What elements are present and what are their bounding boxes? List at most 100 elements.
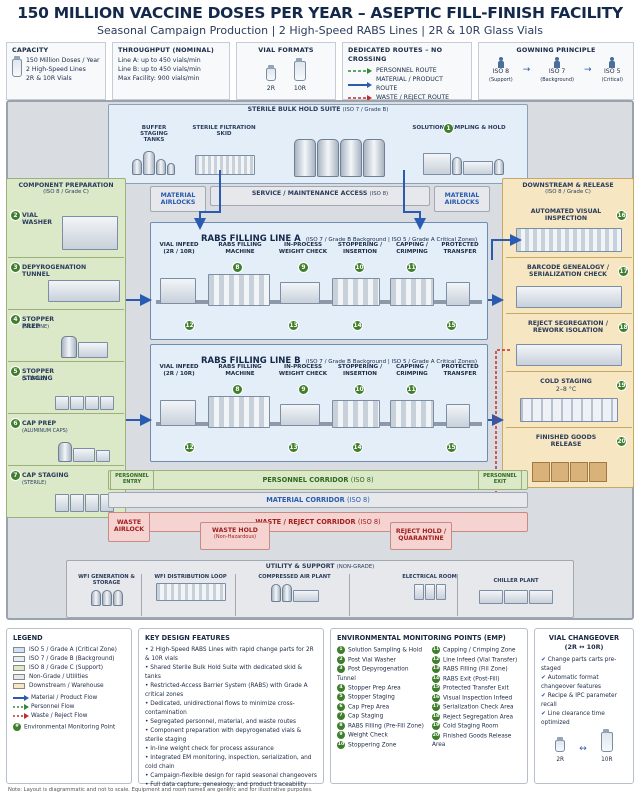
utility-wfi-generation: WFI GENERATION & STORAGE: [72, 574, 142, 616]
arrow-right-icon: →: [522, 65, 531, 76]
large-holding-tanks: [279, 133, 399, 177]
station-stopper-prep: 4 STOPPER PREP (SILICONE): [8, 312, 124, 362]
station-cap-prep: 6 CAP PREP (ALUMINUM CAPS): [8, 416, 124, 466]
waste-route-icon: [348, 95, 372, 101]
service-access-label: SERVICE / MAINTENANCE ACCESS: [251, 190, 368, 197]
vial-10r-icon: [600, 729, 613, 753]
line-a-grade: (ISO 7 / Grade B Background | ISO 5 / Gr…: [305, 237, 478, 243]
legend-flow-label: Personnel Flow: [31, 704, 75, 711]
line-a-stoppering-machine: [332, 278, 380, 306]
legend-zone-label: Non-Grade / Utilities: [29, 674, 88, 681]
line-b-stoppering-machine: [332, 400, 380, 428]
emp-marker: 7: [10, 470, 21, 481]
emp-marker: 20: [616, 436, 627, 447]
station-sub: (ALUMINUM CAPS): [22, 428, 68, 434]
route-label: PERSONNEL ROUTE: [376, 66, 437, 74]
line-a-transfer-unit: [446, 282, 470, 306]
reject-hold-label: REJECT HOLD / QUARANTINE: [395, 528, 447, 542]
pallet-stacks: [520, 456, 618, 482]
station-visual-inspection: AUTOMATED VISUAL INSPECTION 16: [506, 204, 632, 258]
zone-swatch: [13, 664, 25, 671]
line-b-step-label: PROTECTED TRANSFER: [441, 364, 479, 377]
line-a-filling-machine: [208, 274, 270, 306]
emp-marker: 6: [10, 418, 21, 429]
zone-swatch: [13, 673, 25, 680]
inspection-machine: [516, 228, 622, 252]
station-label: CAP PREP: [22, 420, 57, 427]
personnel-exit[interactable]: PERSONNEL EXIT: [478, 470, 522, 490]
legend-flow-label: Material / Product Flow: [31, 695, 98, 702]
waste-airlock-label: WASTE AIRLOCK: [113, 519, 145, 533]
legend-zone-label: ISO 7 / Grade B (Background): [29, 656, 115, 663]
line-a-title: RABS FILLING LINE A: [201, 234, 301, 244]
utility-grade: (NON-GRADE): [336, 564, 375, 570]
station-label: REJECT SEGREGATION / REWORK ISOLATION: [528, 320, 608, 334]
station-sub: (SILICONE): [22, 324, 50, 330]
line-b-transfer-unit: [446, 404, 470, 428]
feature-item: • Component preparation with depyrogenat…: [145, 728, 302, 744]
waste-hold-label: WASTE HOLD: [212, 527, 258, 534]
emp-title: ENVIRONMENTAL MONITORING POINTS (EMP): [337, 634, 506, 642]
vial-washer-equipment: [62, 216, 118, 250]
sampling-equipment: [413, 145, 513, 175]
emp-marker: 15: [446, 320, 457, 331]
utility-area-label: WFI GENERATION & STORAGE: [78, 574, 135, 586]
emp-marker: 16: [616, 210, 627, 221]
line-b-step-label: VIAL INFEED (2R / 10R): [159, 364, 199, 377]
feature-item: • Full data capture, genealogy, and prod…: [145, 781, 307, 788]
station-stopper-staging: 5 STOPPER STAGING (STERILE): [8, 364, 124, 414]
gowning-grade: ISO 5: [603, 68, 621, 76]
personnel-entry[interactable]: PERSONNEL ENTRY: [110, 470, 154, 490]
utility-chiller-plant: CHILLER PLANT: [464, 574, 568, 616]
utility-support-zone: UTILITY & SUPPORT (NON-GRADE): [66, 560, 574, 618]
emp-marker: 1: [443, 123, 454, 134]
feature-item: • In-line weight check for process assur…: [145, 746, 274, 753]
waste-hold-sub: (Non-Hazardous): [213, 534, 257, 540]
waste-flow-icon: [13, 712, 29, 719]
emp-marker: 11: [406, 262, 417, 273]
footnote: Note: Layout is diagrammatic and not to …: [8, 787, 313, 793]
emp-marker: 18: [618, 322, 629, 333]
emp-marker: 12: [184, 320, 195, 331]
vial-2r-icon: [555, 737, 566, 753]
station-cap-staging: 7 CAP STAGING (STERILE): [8, 468, 124, 514]
station-sub: 2–8 °C: [555, 386, 577, 393]
feature-item: • Restricted-Access Barrier System (RABS…: [145, 683, 308, 699]
emp-marker: 8: [232, 384, 243, 395]
feature-item: • Shared Sterile Bulk Hold Suite with de…: [145, 665, 303, 681]
line-b-grade: (ISO 7 / Grade B Background | ISO 5 / Gr…: [305, 359, 478, 365]
vial-formats-title: VIAL FORMATS: [258, 46, 314, 54]
component-stations: 2 VIAL WASHER 3 DEPYROGENATION TUNNEL 4 …: [8, 208, 124, 514]
personnel-exit-label: PERSONNEL EXIT: [483, 473, 517, 485]
line-b-filling-machine: [208, 396, 270, 428]
emp-marker: 13: [288, 442, 299, 453]
line-b-infeed-machine: [160, 400, 196, 426]
vial-changeover-panel: VIAL CHANGEOVER (2R ↔ 10R) ✔ Change part…: [534, 628, 634, 784]
emp-marker: 14: [352, 442, 363, 453]
legend-panel: LEGEND ISO 5 / Grade A (Critical Zone) I…: [6, 628, 132, 784]
changeover-sub: (2R ↔ 10R): [564, 643, 604, 652]
vial-format-label: 10R: [293, 85, 307, 93]
buffer-tanks-label: BUFFER STAGING TANKS: [140, 125, 168, 143]
material-corridor-grade: (ISO 8): [347, 496, 370, 504]
station-sub: (STERILE): [22, 480, 47, 486]
emp-marker: 9: [298, 384, 309, 395]
personnel-entry-label: PERSONNEL ENTRY: [115, 473, 149, 485]
throughput-line: Max Facility: 900 vials/min: [118, 75, 200, 83]
station-sub: (STERILE): [22, 376, 47, 382]
changeover-item: ✔ Line clearance time optimized: [541, 711, 605, 727]
station-label: BARCODE GENEALOGY / SERIALIZATION CHECK: [527, 264, 609, 278]
station-finished-goods: FINISHED GOODS RELEASE 20: [506, 430, 632, 486]
changeover-item: ✔ Change parts carts pre-staged: [541, 657, 617, 673]
service-access-grade: (ISO 8): [369, 191, 389, 197]
line-b-capping-machine: [390, 400, 434, 428]
personnel-corridor-grade: (ISO 8): [350, 476, 374, 484]
legend-title: LEGEND: [13, 634, 43, 642]
emp-marker: 10: [354, 262, 365, 273]
feature-item: • Integrated EM monitoring, inspection, …: [145, 755, 312, 771]
person-icon: [609, 57, 616, 69]
material-route-icon: [348, 81, 372, 88]
station-label: STOPPER STAGING: [22, 368, 54, 382]
station-label: COLD STAGING: [540, 378, 592, 385]
line-a-step-label: CAPPING / CRIMPING: [396, 242, 428, 255]
